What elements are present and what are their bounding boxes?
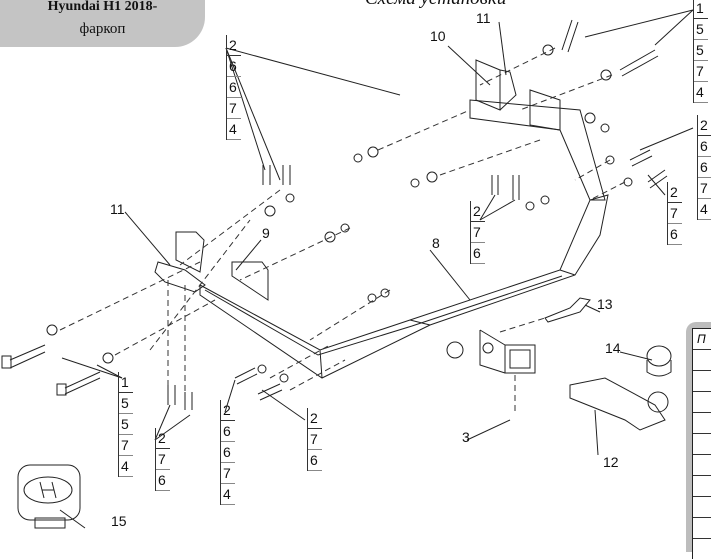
leader-lines: [59, 9, 694, 529]
callout-part-15: 15: [111, 513, 127, 529]
parts-table-row: [693, 455, 711, 476]
parts-table-row: [693, 371, 711, 392]
parts-table: П: [692, 328, 711, 559]
receiver-hitch: [446, 329, 536, 374]
ball-cover-part-14: [646, 345, 672, 377]
parts-table-row: [693, 392, 711, 413]
scheme-title: Схема установки: [365, 0, 506, 10]
callout-part-9: 9: [262, 225, 270, 241]
callout-part-8: 8: [432, 235, 440, 251]
vehicle-model: Hyundai H1 2018-: [47, 0, 158, 14]
assembly-drawing: [1, 9, 694, 529]
callout-part-13: 13: [597, 296, 613, 312]
stack-top-left-2: 2 6 6 7 4: [226, 35, 241, 140]
washers-nuts: [46, 44, 633, 383]
pin-part-13: [544, 297, 591, 323]
parts-table-row: [693, 497, 711, 518]
stack-center-2-76: 2 7 6: [470, 201, 485, 264]
left-bracket-part-9: [175, 231, 269, 301]
callout-part-11-top: 11: [476, 10, 491, 26]
stack-bottom-left-1: 1 5 5 7 4: [118, 372, 133, 477]
stack-right-2-76: 2 7 6: [667, 182, 682, 245]
hyundai-plate-part-15: [17, 464, 81, 529]
callout-part-11-left: 11: [110, 201, 125, 217]
product-name: фаркоп: [79, 21, 126, 37]
stack-bottom-mid-2-6674: 2 6 6 7 4: [220, 400, 235, 505]
parts-table-header: П: [693, 329, 711, 350]
title-panel: Hyundai H1 2018- фаркоп: [0, 0, 205, 47]
assembly-lines: [59, 47, 626, 415]
callout-part-10: 10: [430, 28, 446, 44]
parts-table-row: [693, 413, 711, 434]
callout-part-3: 3: [462, 429, 470, 445]
bolts: [1, 19, 668, 410]
stack-bottom-left-2-76: 2 7 6: [155, 428, 170, 491]
parts-table-row: [693, 518, 711, 539]
crossbar-part-8: [199, 194, 609, 379]
parts-table-frame: П: [686, 322, 711, 559]
parts-table-row: [693, 476, 711, 497]
parts-table-row: [693, 434, 711, 455]
callout-part-14: 14: [605, 340, 621, 356]
stack-top-right-1: 1 5 5 7 4: [693, 0, 708, 103]
callout-part-12: 12: [603, 454, 619, 470]
ball-mount-part-12: [569, 377, 669, 431]
right-bracket-part-10: [469, 59, 606, 201]
stack-bottom-mid-2-76: 2 7 6: [307, 408, 322, 471]
parts-table-row: [693, 350, 711, 371]
left-flange-part-11: [154, 261, 206, 293]
stack-right-2-6674: 2 6 6 7 4: [697, 115, 711, 220]
